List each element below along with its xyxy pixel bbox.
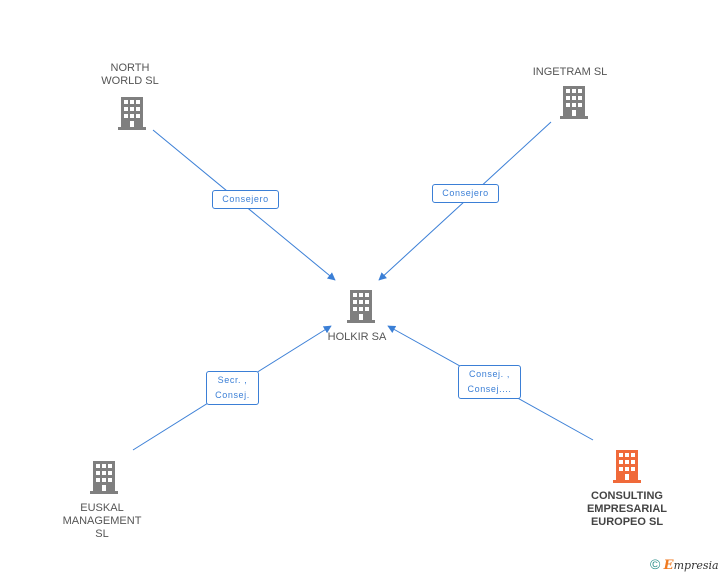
node-label-euskal[interactable]: EUSKAL MANAGEMENT SL [62, 502, 142, 540]
holkir-building-icon[interactable] [347, 290, 375, 323]
copyright-icon: © [650, 556, 661, 572]
consulting-building-icon[interactable] [613, 450, 641, 483]
footer-brand: © Empresia [650, 556, 719, 573]
node-label-holkir[interactable]: HOLKIR SA [327, 331, 387, 343]
edge-label-north-world: Consejero [212, 190, 279, 209]
node-label-north-world[interactable]: NORTH WORLD SL [101, 62, 159, 87]
edge-label-consulting: Consej. , Consej.... [458, 365, 521, 399]
euskal-building-icon[interactable] [90, 461, 118, 494]
node-label-consulting[interactable]: CONSULTING EMPRESARIAL EUROPEO SL [586, 490, 668, 528]
north-world-building-icon[interactable] [118, 97, 146, 130]
edge-label-ingetram: Consejero [432, 184, 499, 203]
brand-logo[interactable]: Empresia [663, 558, 719, 573]
ingetram-building-icon[interactable] [560, 86, 588, 119]
edge-label-euskal: Secr. , Consej. [206, 371, 259, 405]
node-label-ingetram[interactable]: INGETRAM SL [532, 66, 608, 78]
